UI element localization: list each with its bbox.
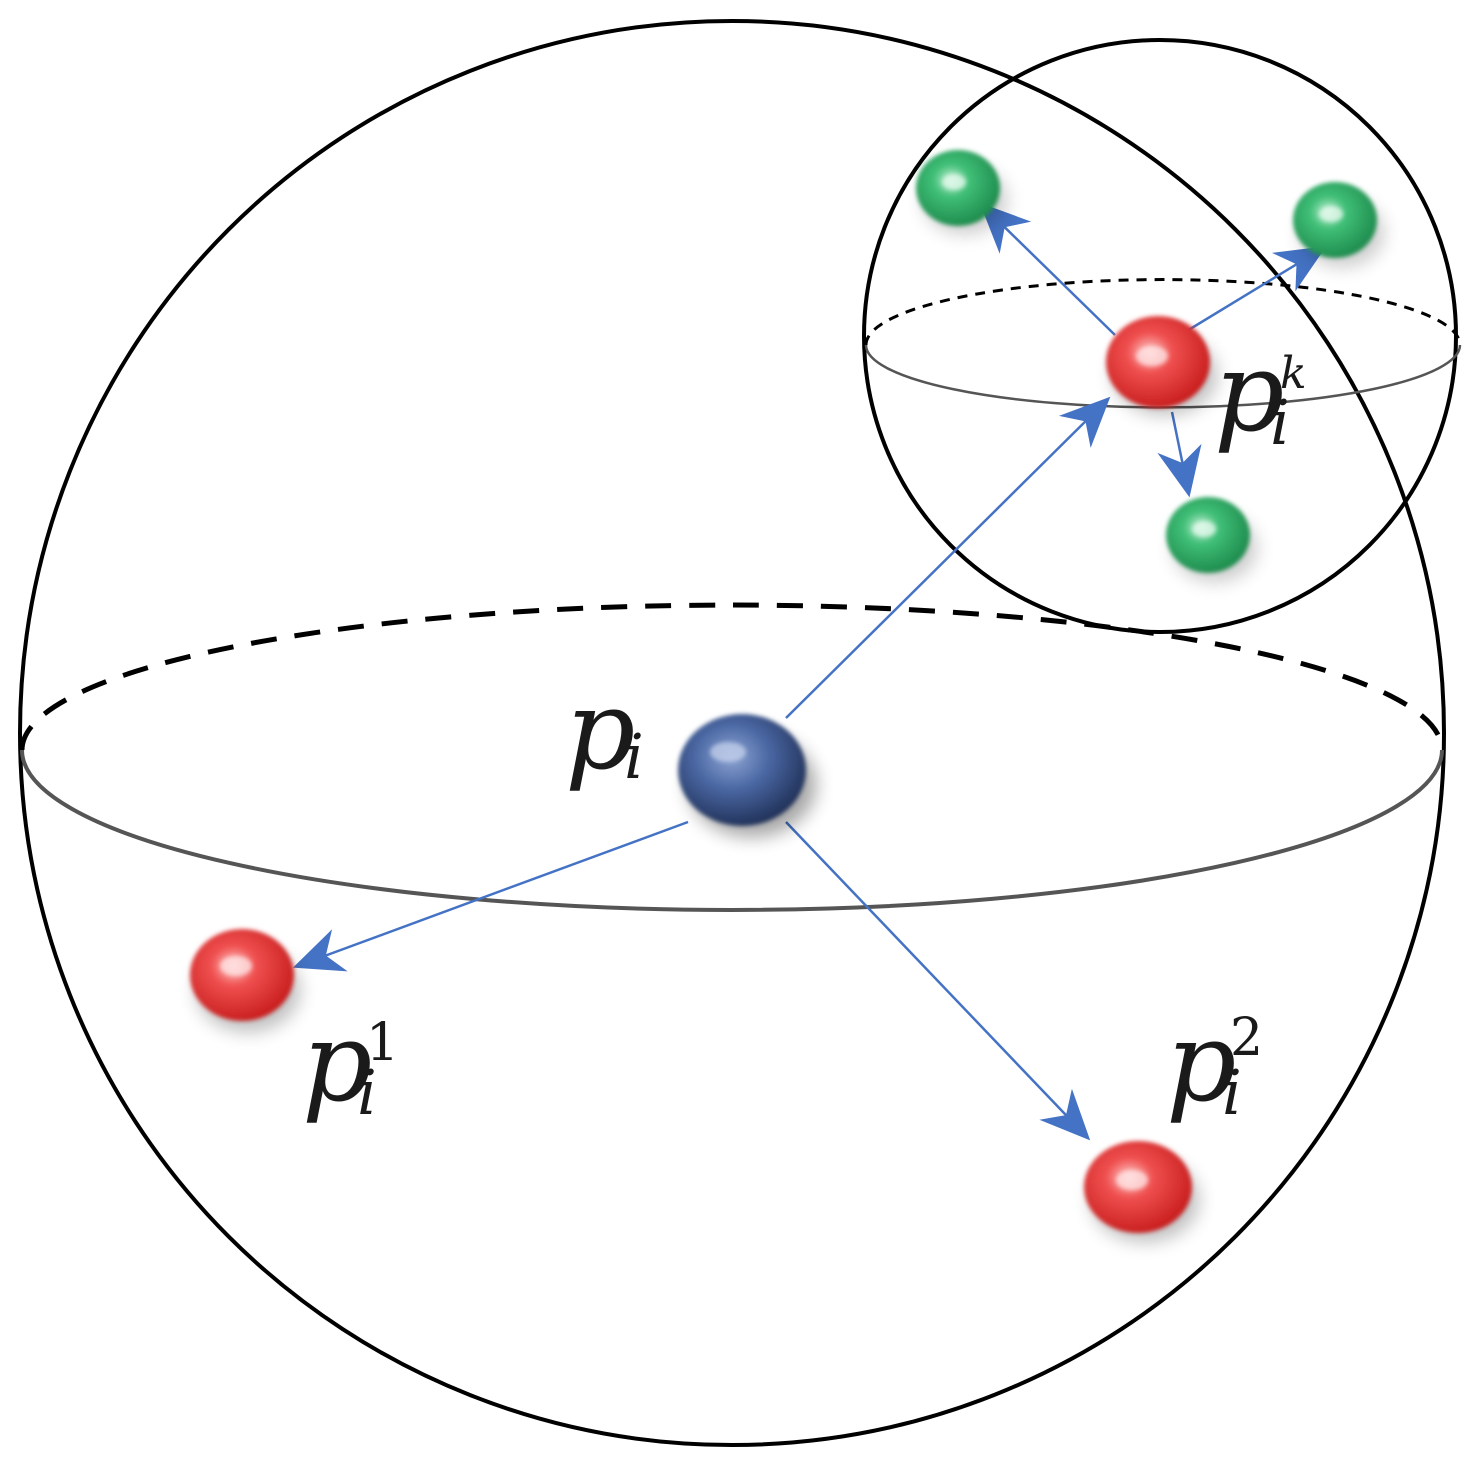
label-neighbor-2: p i 2	[1166, 998, 1263, 1129]
label-neighbor-2-base: p	[1166, 998, 1236, 1126]
label-neighbor-k: p i k	[1214, 328, 1307, 459]
outer-equator-front	[20, 749, 1444, 912]
center-point	[678, 714, 816, 837]
blue-sphere-icon	[678, 714, 806, 826]
label-neighbor-k-sup: k	[1280, 348, 1307, 399]
arrow-to-neighbor-1	[292, 820, 689, 972]
arrows-from-center	[292, 396, 1111, 1141]
outer-equator-back	[19, 602, 1445, 751]
label-neighbor-1-base: p	[302, 998, 372, 1126]
arrow-to-neighbor-k	[785, 396, 1111, 719]
label-neighbor-2-sub: i	[1222, 1056, 1242, 1129]
label-neighbor-1-sub: i	[357, 1056, 377, 1129]
secondary-point-1	[916, 150, 1007, 234]
label-neighbor-k-base: p	[1214, 328, 1284, 456]
label-center: p i	[565, 666, 644, 794]
arrow-to-secondary-2	[1171, 246, 1327, 342]
neighbor-point-k	[1106, 316, 1217, 415]
outer-sphere	[18, 19, 1446, 1447]
outer-sphere-outline	[18, 19, 1446, 1447]
label-center-base: p	[565, 666, 635, 794]
neighbor-point-2	[1084, 1141, 1199, 1242]
label-neighbor-k-sub: i	[1270, 386, 1290, 459]
arrow-to-neighbor-2	[785, 821, 1091, 1141]
label-center-sub: i	[624, 720, 644, 793]
secondary-point-2	[1293, 182, 1384, 267]
label-neighbor-1: p i 1	[302, 998, 399, 1129]
neighbor-point-1	[190, 929, 300, 1032]
label-neighbor-2-sup: 2	[1230, 1008, 1263, 1068]
neighborhood-equator-back	[864, 278, 1462, 346]
arrow-to-secondary-1	[979, 202, 1116, 336]
arrow-to-secondary-3	[1157, 411, 1202, 498]
secondary-point-3	[1166, 497, 1257, 582]
arrows-from-neighbor-k	[979, 202, 1327, 498]
label-neighbor-1-sup: 1	[366, 1013, 399, 1073]
